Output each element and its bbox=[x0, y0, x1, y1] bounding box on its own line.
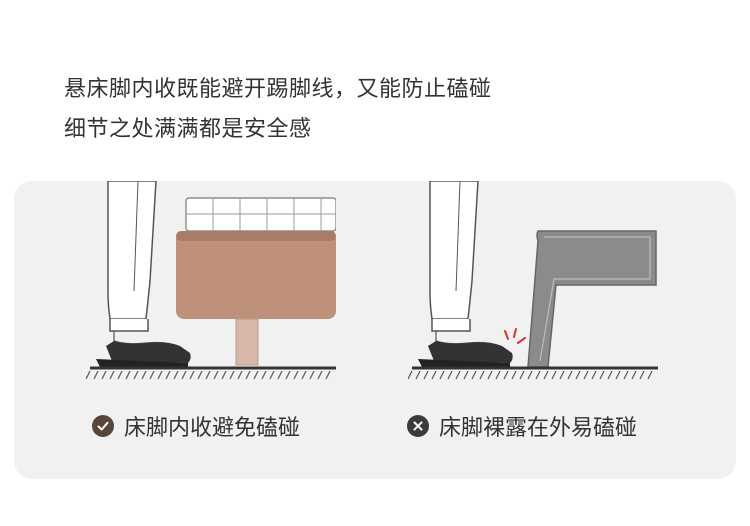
recessed-leg-illustration bbox=[86, 181, 336, 380]
heading-line-1: 悬床脚内收既能避开踢脚线，又能防止磕碰 bbox=[64, 77, 492, 102]
mattress bbox=[185, 197, 336, 232]
bad-caption: 床脚裸露在外易磕碰 bbox=[407, 410, 637, 442]
heading: 悬床脚内收既能避开踢脚线，又能防止磕碰 细节之处满满都是安全感 bbox=[64, 70, 704, 150]
slipper bbox=[96, 341, 191, 367]
impact-marks bbox=[504, 328, 526, 344]
bad-caption-text: 床脚裸露在外易磕碰 bbox=[439, 416, 638, 441]
bed-leg bbox=[235, 318, 259, 366]
slipper bbox=[418, 341, 513, 367]
exposed-bed bbox=[527, 230, 657, 368]
trouser-leg bbox=[429, 181, 479, 332]
x-circle-icon bbox=[407, 415, 429, 437]
bed-frame bbox=[176, 231, 336, 319]
floor bbox=[86, 366, 336, 380]
floor bbox=[408, 366, 658, 380]
exposed-leg-illustration bbox=[408, 181, 658, 380]
heading-line-2: 细节之处满满都是安全感 bbox=[64, 117, 312, 142]
check-circle-icon bbox=[92, 415, 114, 437]
trouser-leg bbox=[107, 181, 157, 332]
comparison-card: 床脚内收避免磕碰 床脚裸露在外易磕碰 bbox=[14, 181, 736, 479]
good-caption-text: 床脚内收避免磕碰 bbox=[124, 416, 301, 441]
good-caption: 床脚内收避免磕碰 bbox=[92, 410, 300, 442]
